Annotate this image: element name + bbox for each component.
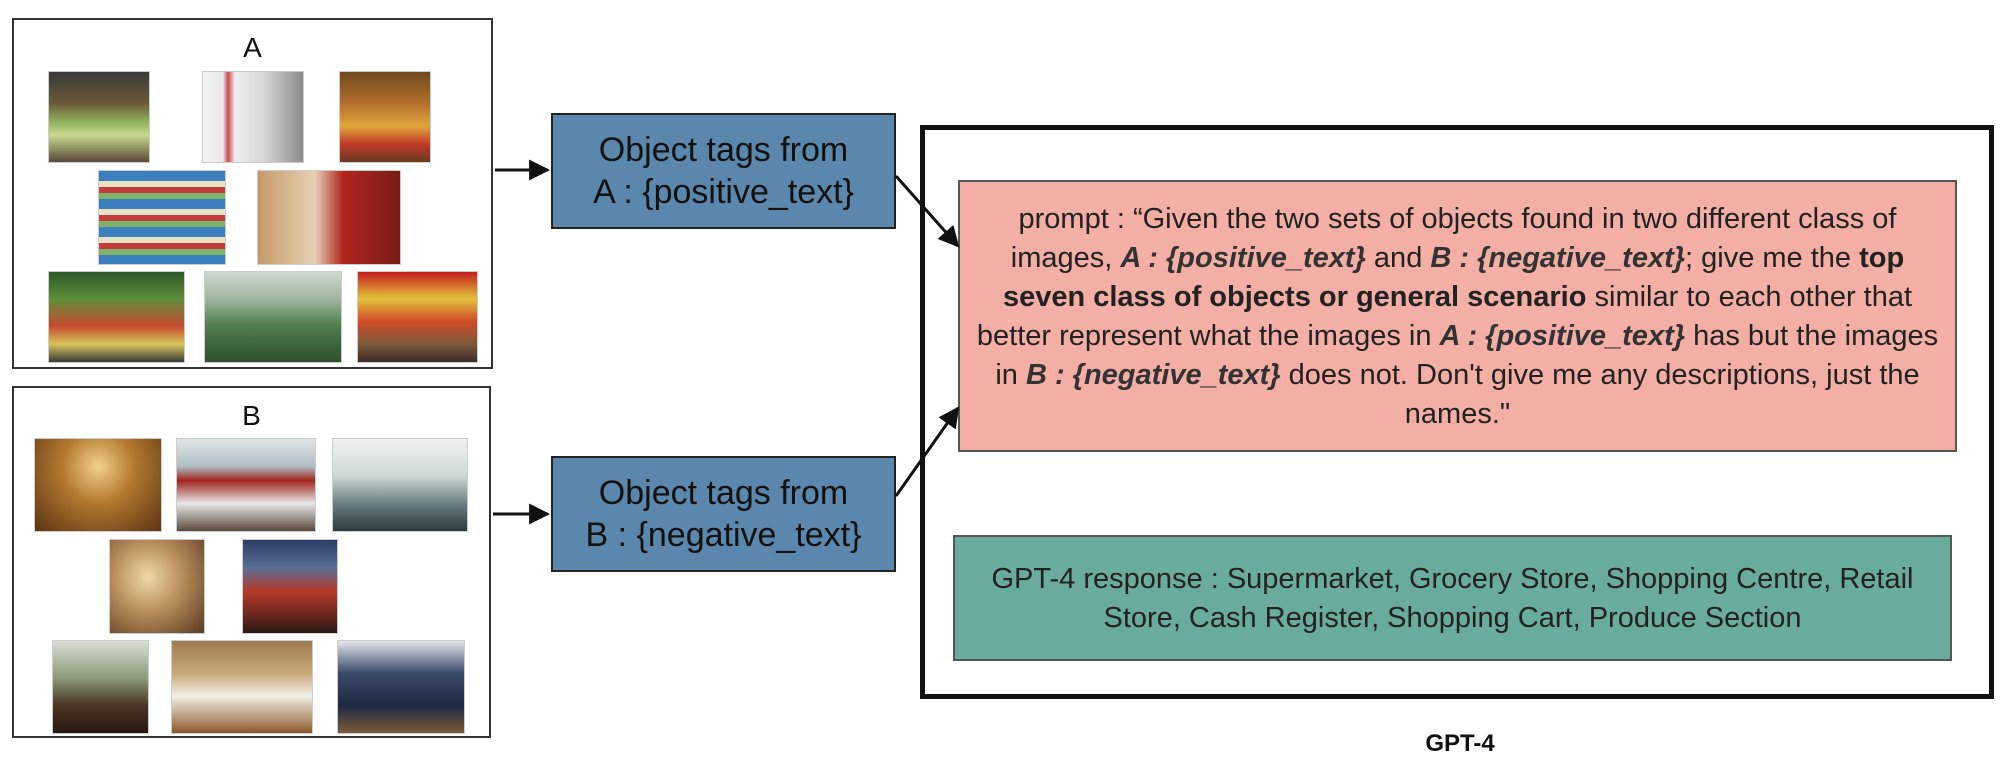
restaurant-image [176,438,316,532]
prompt-negative-ref-1: B : {negative_text} [1430,242,1686,274]
supermarket-image [98,170,226,265]
restaurant-image [332,438,468,532]
restaurant-image [337,640,465,734]
prompt-negative-ref-2: B : {negative_text} [1025,359,1281,391]
prompt-text-3: ; give me the [1685,242,1860,274]
prompt-emphasis: top seven class of objects or general sc… [1002,242,1905,313]
supermarket-image [339,71,431,163]
restaurant-image [52,640,149,734]
prompt-positive-ref-2: A : {positive_text} [1439,320,1686,352]
prompt-text-6: does not. Don't give me any descriptions… [1280,359,1920,430]
prompt-box: prompt : “Given the two sets of objects … [958,180,1957,452]
supermarket-image [357,271,478,363]
object-tags-b-line1: Object tags from [598,473,849,512]
restaurant-image [242,539,338,634]
supermarket-image [257,170,401,265]
image-set-a-panel: A [12,18,493,369]
restaurant-image [171,640,313,734]
prompt-positive-ref-1: A : {positive_text} [1120,242,1366,274]
gpt4-response-text: GPT-4 response : Supermarket, Grocery St… [991,563,1914,634]
restaurant-image [34,438,162,532]
image-set-a-label: A [243,32,262,63]
gpt4-response-box: GPT-4 response : Supermarket, Grocery St… [953,535,1952,661]
object-tags-b-box: Object tags from B : {negative_text} [551,456,896,572]
image-set-b-panel: B [12,386,491,738]
supermarket-image [48,71,150,163]
object-tags-a-line2: A : {positive_text} [593,173,854,211]
prompt-text-2: and [1365,242,1431,274]
object-tags-a-line1: Object tags from [598,130,849,169]
supermarket-image [202,71,304,163]
supermarket-image [48,271,185,363]
supermarket-image [204,271,342,363]
prompt-text-1: prompt : “Given the two sets of objects … [1010,203,1897,274]
object-tags-b-line2: B : {negative_text} [585,516,862,554]
gpt4-caption: GPT-4 [1425,730,1495,757]
restaurant-image [109,539,205,634]
arrow-tags-a-to-prompt [894,175,960,248]
prompt-text-4: similar to each other that better repres… [976,281,1913,352]
prompt-text-5: has but the images in [995,320,1939,391]
arrow-tags-b-to-prompt [894,406,960,497]
image-set-b-label: B [242,400,261,431]
object-tags-a-box: Object tags from A : {positive_text} [551,113,896,229]
